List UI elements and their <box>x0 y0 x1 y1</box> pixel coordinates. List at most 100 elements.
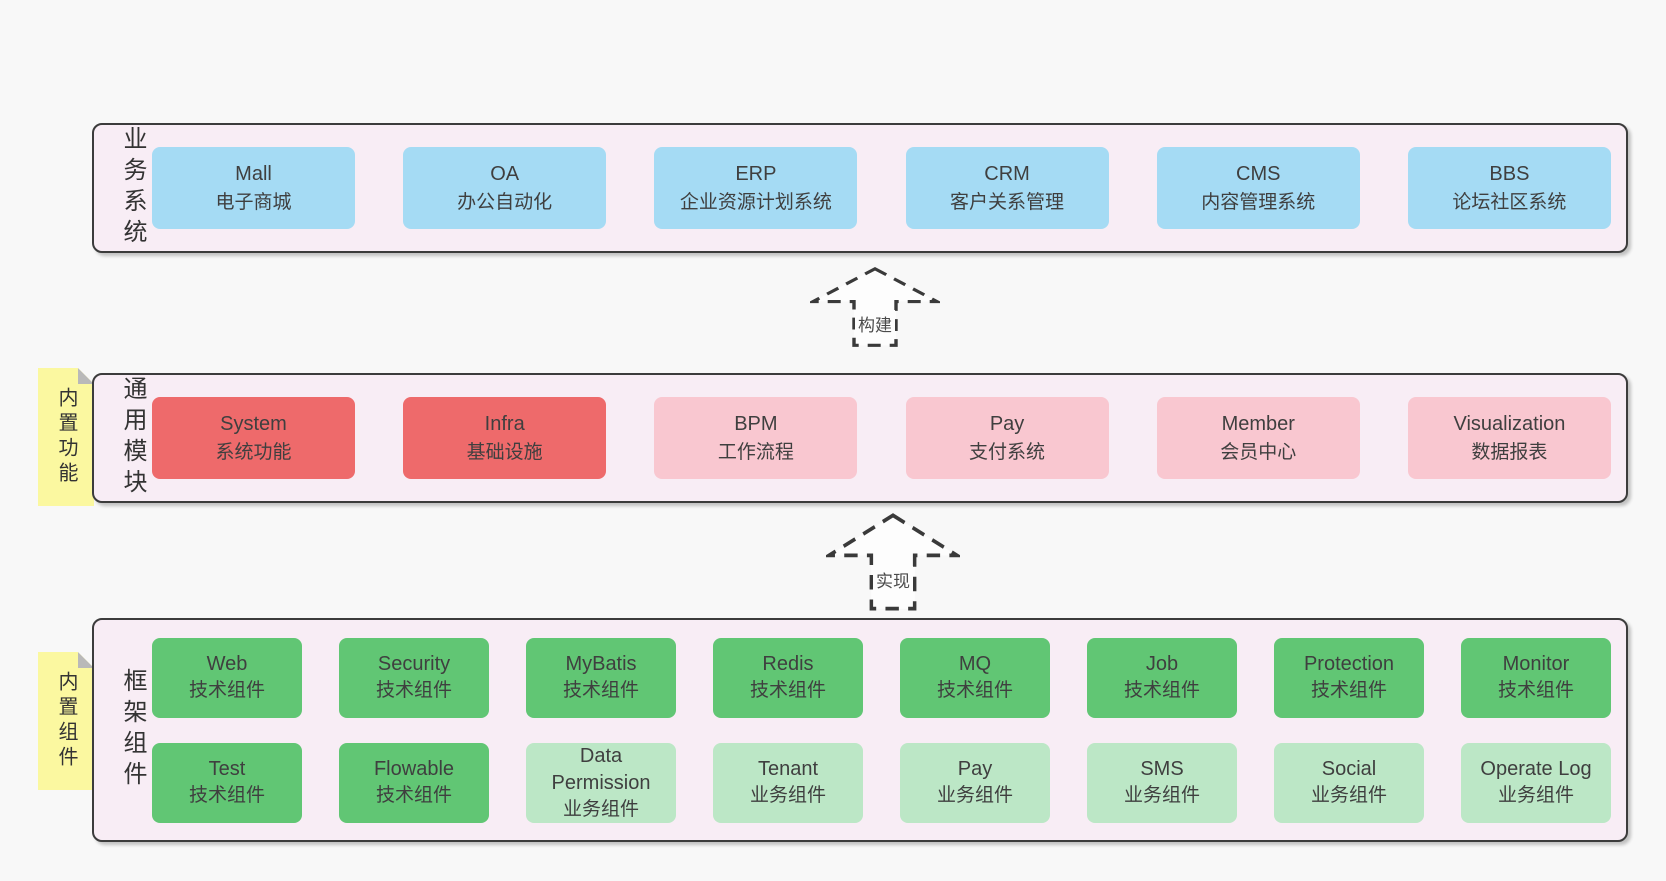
box-title: Flowable <box>373 758 455 781</box>
box-mq: MQ 技术组件 <box>900 637 1050 718</box>
box-title: System <box>220 412 287 435</box>
box-bbs: BBS 论坛社区系统 <box>1407 147 1611 229</box>
box-title: CRM <box>984 162 1030 185</box>
box-title: Pay <box>989 412 1025 435</box>
box-subtitle: 技术组件 <box>188 680 265 702</box>
box-subtitle: 基础设施 <box>466 441 543 463</box>
box-subtitle: 业务组件 <box>1497 785 1574 807</box>
box-subtitle: 业务组件 <box>1310 785 1387 807</box>
box-job: Job 技术组件 <box>1087 637 1237 718</box>
box-redis: Redis 技术组件 <box>713 637 863 718</box>
box-cms: CMS 内容管理系统 <box>1156 147 1360 229</box>
box-subtitle: 技术组件 <box>1497 680 1574 702</box>
box-subtitle: 技术组件 <box>188 785 265 807</box>
build-arrow: 构建 <box>810 266 940 348</box>
box-title: OA <box>490 162 520 185</box>
box-sms: SMS 业务组件 <box>1087 742 1237 823</box>
box-subtitle: 企业资源计划系统 <box>679 191 832 213</box>
box-infra: Infra 基础设施 <box>403 397 607 479</box>
box-subtitle: 办公自动化 <box>457 191 553 213</box>
box-title: Tenant <box>757 758 819 781</box>
box-title: Redis <box>762 653 814 676</box>
box-title: Social <box>1321 758 1377 781</box>
box-security: Security 技术组件 <box>339 637 489 718</box>
box-title: Job <box>1145 653 1179 676</box>
band-label: 业务系统 <box>119 126 146 250</box>
business-boxes-row: Mall 电子商城 OA 办公自动化 ERP 企业资源计划系统 CRM 客户关系… <box>152 147 1611 229</box>
box-subtitle: 技术组件 <box>1123 680 1200 702</box>
box-title: CMS <box>1236 162 1281 185</box>
box-pay-component: Pay 业务组件 <box>900 742 1050 823</box>
box-subtitle: 业务组件 <box>1123 785 1200 807</box>
box-erp: ERP 企业资源计划系统 <box>654 147 858 229</box>
box-operate-log: Operate Log 业务组件 <box>1461 742 1611 823</box>
box-data-permission: Data Permission 业务组件 <box>526 742 676 823</box>
box-title: Visualization <box>1453 412 1566 435</box>
box-protection: Protection 技术组件 <box>1274 637 1424 718</box>
sticky-note-label: 内置组件 <box>55 671 77 771</box>
box-member: Member 会员中心 <box>1156 397 1360 479</box>
box-subtitle: 内容管理系统 <box>1201 191 1316 213</box>
box-title: ERP <box>735 162 777 185</box>
box-visualization: Visualization 数据报表 <box>1407 397 1611 479</box>
box-subtitle: 技术组件 <box>749 680 826 702</box>
box-title: BBS <box>1489 162 1530 185</box>
box-subtitle: 技术组件 <box>1310 680 1387 702</box>
sticky-note-builtin-features: 内置功能 <box>38 368 94 506</box>
box-subtitle: 客户关系管理 <box>950 191 1065 213</box>
box-subtitle: 技术组件 <box>375 785 452 807</box>
band-business-systems: 业务系统 Mall 电子商城 OA 办公自动化 ERP 企业资源计划系统 CRM… <box>92 123 1628 253</box>
band-label: 通用模块 <box>119 376 146 500</box>
box-web: Web 技术组件 <box>152 637 302 718</box>
box-tenant: Tenant 业务组件 <box>713 742 863 823</box>
up-arrow-icon <box>826 513 960 611</box>
box-subtitle: 系统功能 <box>215 441 292 463</box>
box-subtitle: 工作流程 <box>717 441 794 463</box>
band-label: 框架组件 <box>119 668 146 792</box>
box-title: Infra <box>484 412 525 435</box>
implement-arrow-label: 实现 <box>873 566 913 593</box>
box-title: Data Permission <box>551 744 651 794</box>
box-crm: CRM 客户关系管理 <box>905 147 1109 229</box>
band-common-modules: 通用模块 System 系统功能 Infra 基础设施 BPM 工作流程 Pay… <box>92 373 1628 503</box>
box-subtitle: 会员中心 <box>1220 441 1297 463</box>
box-test: Test 技术组件 <box>152 742 302 823</box>
box-subtitle: 电子商城 <box>215 191 292 213</box>
box-title: Member <box>1221 412 1295 435</box>
component-row-2: Test 技术组件 Flowable 技术组件 Data Permission … <box>152 742 1611 823</box>
box-title: SMS <box>1140 758 1184 781</box>
box-subtitle: 技术组件 <box>562 680 639 702</box>
box-title: Security <box>377 653 451 676</box>
box-title: MyBatis <box>565 653 637 676</box>
box-title: Monitor <box>1502 653 1570 676</box>
box-subtitle: 技术组件 <box>936 680 1013 702</box>
box-subtitle: 技术组件 <box>375 680 452 702</box>
sticky-note-label: 内置功能 <box>55 387 77 487</box>
box-title: Web <box>206 653 248 676</box>
box-title: MQ <box>958 653 992 676</box>
box-mall: Mall 电子商城 <box>152 147 355 229</box>
box-title: Operate Log <box>1480 758 1592 781</box>
module-boxes-row: System 系统功能 Infra 基础设施 BPM 工作流程 Pay 支付系统… <box>152 397 1611 479</box>
box-subtitle: 业务组件 <box>562 798 639 820</box>
box-subtitle: 支付系统 <box>969 441 1046 463</box>
box-title: BPM <box>734 412 778 435</box>
box-subtitle: 业务组件 <box>936 785 1013 807</box>
box-title: Protection <box>1303 653 1395 676</box>
band-framework-components: 框架组件 Web 技术组件 Security 技术组件 MyBatis 技术组件… <box>92 618 1628 842</box>
box-bpm: BPM 工作流程 <box>654 397 858 479</box>
box-monitor: Monitor 技术组件 <box>1461 637 1611 718</box>
box-subtitle: 业务组件 <box>749 785 826 807</box>
box-pay-system: Pay 支付系统 <box>905 397 1109 479</box>
box-title: Test <box>208 758 246 781</box>
box-title: Pay <box>957 758 993 781</box>
up-arrow-icon <box>810 266 940 347</box>
component-row-1: Web 技术组件 Security 技术组件 MyBatis 技术组件 Redi… <box>152 637 1611 718</box>
build-arrow-label: 构建 <box>855 310 895 338</box>
component-boxes-grid: Web 技术组件 Security 技术组件 MyBatis 技术组件 Redi… <box>152 637 1611 823</box>
box-mybatis: MyBatis 技术组件 <box>526 637 676 718</box>
sticky-note-builtin-components: 内置组件 <box>38 652 94 790</box>
box-social: Social 业务组件 <box>1274 742 1424 823</box>
box-subtitle: 论坛社区系统 <box>1452 191 1567 213</box>
